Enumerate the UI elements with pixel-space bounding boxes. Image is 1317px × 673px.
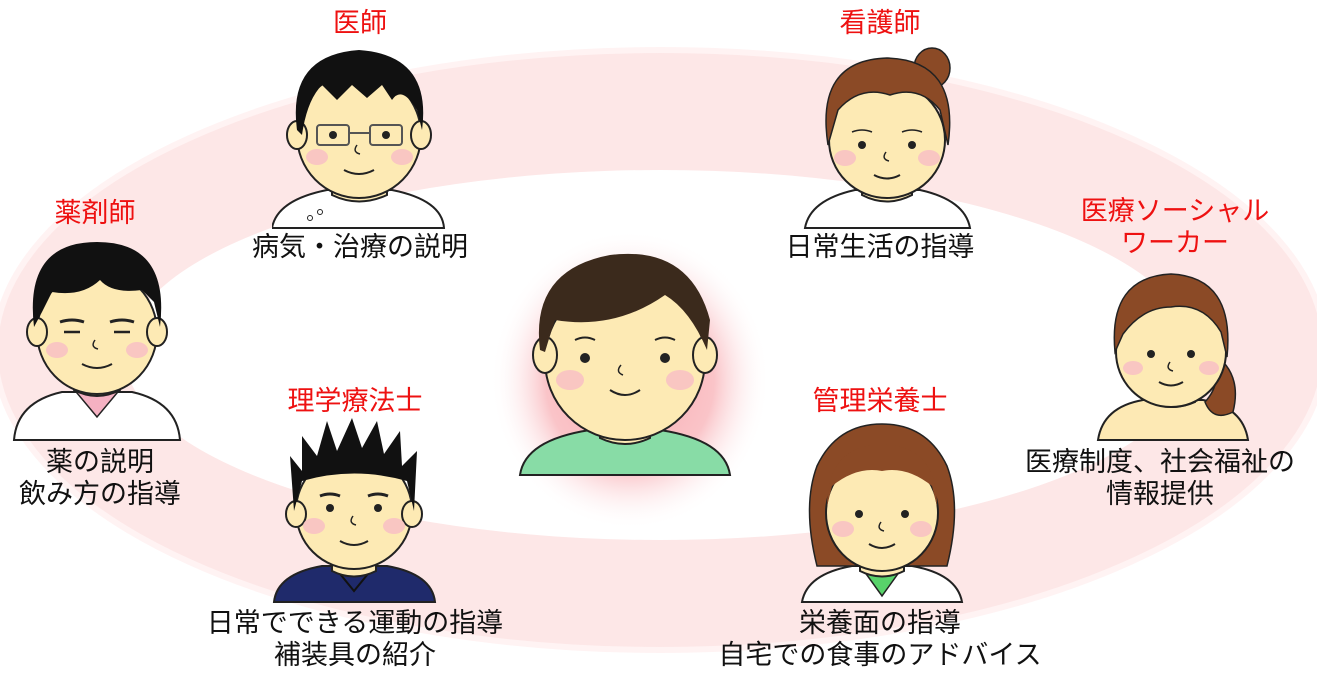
nurse-role: 看護師 (839, 8, 921, 39)
nurse-illustration (803, 47, 972, 229)
pharmacist-desc: 薬の説明 飲み方の指導 (19, 447, 181, 511)
pharmacist-illustration (12, 242, 182, 441)
patient-illustration (518, 253, 732, 476)
msw-role: 医療ソーシャル ワーカー (1080, 196, 1270, 260)
dietitian-role: 管理栄養士 (812, 386, 948, 417)
pt-role: 理学療法士 (287, 386, 423, 417)
doctor-desc: 病気・治療の説明 (252, 232, 468, 263)
pharmacist-role: 薬剤師 (54, 198, 136, 229)
dietitian-illustration (800, 423, 964, 603)
pt-desc: 日常でできる運動の指導 補装具の紹介 (206, 608, 504, 672)
pt-illustration (272, 418, 437, 603)
doctor-illustration (272, 50, 446, 229)
doctor-role: 医師 (333, 8, 387, 39)
dietitian-desc: 栄養面の指導 自宅での食事のアドバイス (718, 608, 1042, 672)
nurse-desc: 日常生活の指導 (785, 232, 975, 263)
msw-desc: 医療制度、社会福祉の 情報提供 (1025, 447, 1295, 511)
msw-illustration (1096, 273, 1250, 441)
